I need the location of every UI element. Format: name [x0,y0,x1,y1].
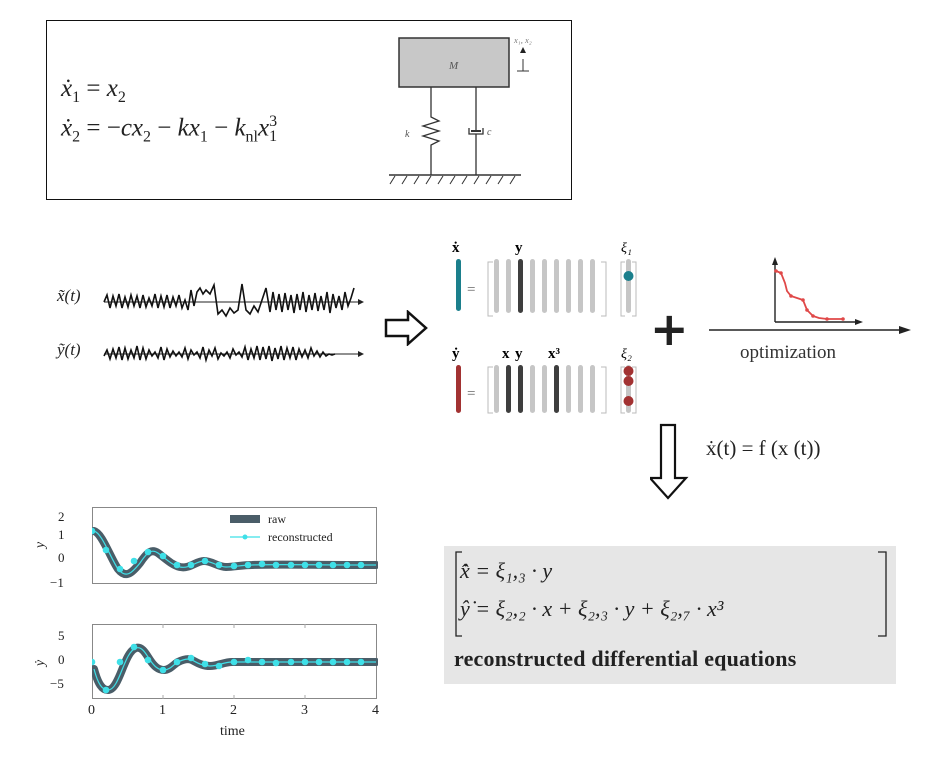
top-ytick-2: 2 [58,509,65,524]
mass-spring-damper-diagram: M k c x₁, x₂ [389,35,532,185]
equation-2: ẋ2 = −cx2 − kx1 − knlx13 [61,113,278,146]
xdot-vector [456,259,461,311]
xi2-coefficient-2 [623,376,634,386]
xi1-vector [626,259,631,313]
ydot-response-chart [92,624,378,699]
top-ytick-neg1: −1 [50,575,64,590]
optimization-arrow-icon [899,326,911,334]
opt-x-arrow-icon [855,319,863,325]
xi2-coefficient-1 [623,366,634,376]
y-column-label: y [515,240,523,256]
down-arrow-icon [650,423,689,500]
reconstructed-equations-box: x̂̇ = ξ₁,₃ · y ŷ̇ = ξ₂,₂ · x + ξ₂,₃ · y … [444,546,896,684]
legend-reconstructed-swatch [242,534,248,540]
reconstructed-eq-x: x̂̇ = ξ₁,₃ · y [460,558,553,583]
ydot-vector [456,365,461,413]
top-ytick-0: 0 [58,550,65,565]
sparse-library-matrix: ẋ = y ξ₁ ẏ = x y x³ ξ₂ [452,240,637,414]
equation-1: ẋ1 = x2 [61,75,126,106]
bottom-ylabel: ẏ [33,659,49,667]
noisy-signals-plot [103,282,364,364]
xtick-4: 4 [372,703,379,718]
mass-block [398,37,510,88]
bottom-ytick-5: 5 [58,628,65,643]
opt-y-arrow-icon [772,257,778,265]
xdot-label: ẋ [452,240,460,256]
coords-label: x₁, x₂ [513,35,532,45]
time-axis-arrow-icon-2 [358,351,364,357]
matrix-brackets [455,551,887,637]
x-column-label: x [502,346,510,362]
equals-sign-1: = [467,282,475,298]
equals-sign-2: = [467,386,475,402]
reconstructed-eq-y: ŷ̇ = ξ₂,₂ · x + ξ₂,₃ · y + ξ₂,₇ · x³ [460,596,724,621]
top-ytick-1: 1 [58,527,65,542]
mass-label: M [448,60,459,72]
optimization-label: optimization [740,342,837,363]
xtick-3: 3 [301,703,308,718]
x-cubed-column-label: x³ [548,346,561,362]
x-noisy-signal [103,282,355,318]
bottom-ytick-neg5: −5 [50,676,64,691]
library-columns-row2 [494,365,595,413]
arrow-up-icon [520,47,526,53]
y-response-chart: raw reconstructed [92,507,378,584]
general-ode-form: ẋ(t) = f (x (t)) [706,436,821,460]
legend-raw-swatch [230,515,260,523]
bottom-ytick-0: 0 [58,652,65,667]
ground-hatch [389,175,516,185]
plus-sign: + [650,302,689,356]
xi2-label: ξ₂ [621,347,632,362]
y-measurement-label: ỹ(t) [57,340,81,359]
xi1-active-coefficient [623,271,634,281]
reconstructed-y-markers [92,527,365,573]
damper-label: c [487,127,492,138]
ydot-label: ẏ [452,346,460,362]
right-arrow-icon [384,310,428,346]
spring-icon [420,87,442,175]
loss-curve [775,270,843,320]
library-columns-row1 [494,259,595,313]
optimization-plot [709,257,911,334]
xtick-0: 0 [88,703,95,718]
top-ylabel: y [33,541,49,549]
reconstructed-ydot-markers [92,643,365,694]
reconstructed-caption: reconstructed differential equations [454,646,797,671]
time-axis-arrow-icon [358,299,364,305]
system-definition-box: ẋ1 = x2 ẋ2 = −cx2 − kx1 − knlx13 M k c x… [46,20,572,200]
xtick-1: 1 [159,703,166,718]
xtick-2: 2 [230,703,237,718]
x-axis-label: time [220,724,245,739]
spring-label: k [405,129,410,140]
legend-raw-label: raw [268,512,286,526]
y-noisy-signal [103,343,336,364]
x-measurement-label: x̃(t) [57,286,81,305]
y-column-label-2: y [515,346,523,362]
legend-reconstructed-label: reconstructed [268,530,333,544]
xi1-label: ξ₁ [621,241,632,256]
xi2-coefficient-3 [623,396,634,406]
